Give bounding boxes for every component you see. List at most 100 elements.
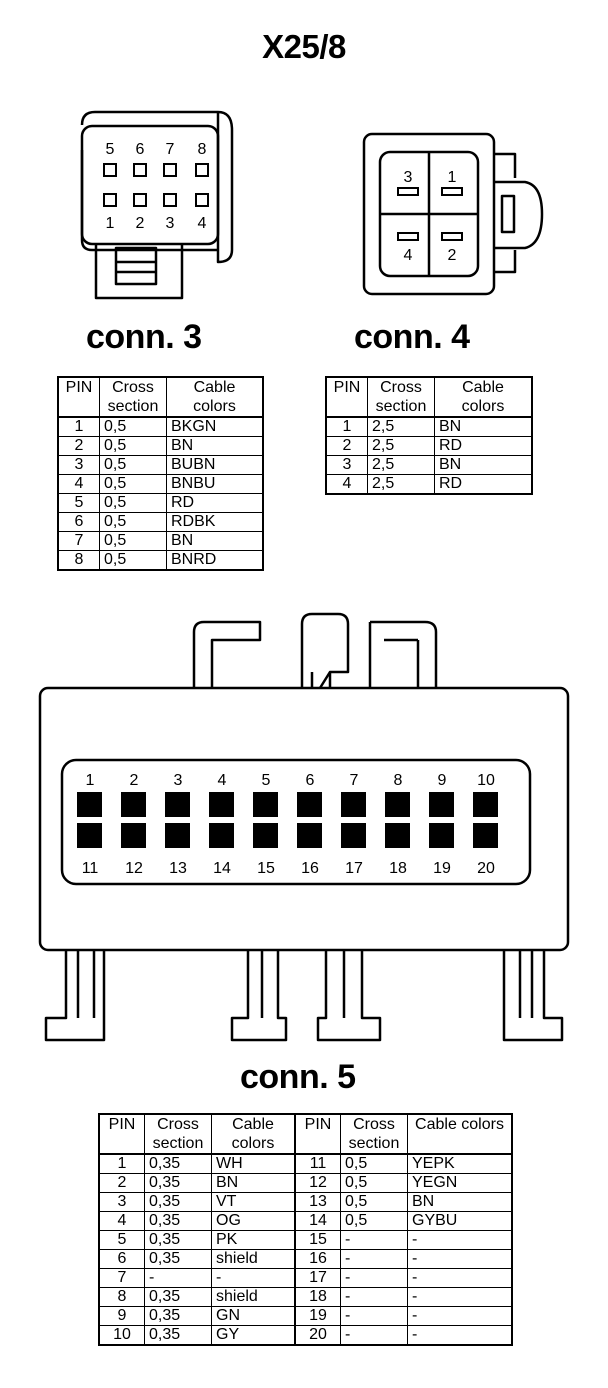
conn3-pin-label: 2 [136, 215, 145, 232]
cable-color-cell: YEPK [407, 1153, 513, 1174]
conn5-pin-label: 20 [477, 860, 495, 877]
conn5-pin-label: 17 [345, 860, 363, 877]
column-header: PIN [57, 376, 100, 418]
cable-color-cell: BN [434, 455, 533, 475]
cross-section-cell: 0,5 [340, 1153, 408, 1174]
cable-color-cell: PK [211, 1230, 296, 1250]
cable-color-cell: GY [211, 1325, 296, 1346]
column-header: Cable colors [211, 1113, 296, 1155]
cross-section-cell: 0,5 [99, 474, 167, 494]
conn5-housing [38, 612, 570, 1042]
pin-cell: 7 [57, 531, 100, 551]
pin-cell: 6 [98, 1249, 145, 1269]
column-header: Cable colors [407, 1113, 513, 1155]
conn3-pin-label: 8 [198, 141, 207, 158]
column-header: PIN [98, 1113, 145, 1155]
cable-color-cell: - [407, 1287, 513, 1307]
conn5-pin-label: 14 [213, 860, 231, 877]
conn5-pin-label: 18 [389, 860, 407, 877]
conn3-pin-squares [103, 163, 209, 207]
cross-section-cell: 0,5 [99, 416, 167, 437]
cross-section-cell: 0,35 [144, 1287, 212, 1307]
cross-section-cell: 2,5 [367, 474, 435, 495]
cross-section-cell: 0,35 [144, 1173, 212, 1193]
conn5-pin-label: 1 [86, 772, 95, 789]
pin-cell: 18 [294, 1287, 341, 1307]
conn5-pin-label: 6 [306, 772, 315, 789]
conn3-pin-label: 6 [136, 141, 145, 158]
conn3-pin-label: 4 [198, 215, 207, 232]
pin-cell: 16 [294, 1249, 341, 1269]
cross-section-cell: 0,35 [144, 1153, 212, 1174]
cross-section-cell: 0,35 [144, 1325, 212, 1346]
cross-section-cell: 0,5 [340, 1211, 408, 1231]
conn5-pin-label: 19 [433, 860, 451, 877]
cable-color-cell: - [407, 1249, 513, 1269]
conn5-pin-blocks [77, 792, 498, 848]
cross-section-cell: - [340, 1230, 408, 1250]
cross-section-cell: 0,5 [99, 436, 167, 456]
cable-color-cell: BNRD [166, 550, 264, 571]
cable-color-cell: BUBN [166, 455, 264, 475]
column-header: Cable colors [434, 376, 533, 418]
cross-section-cell: 0,35 [144, 1249, 212, 1269]
pin-cell: 5 [57, 493, 100, 513]
cable-color-cell: RD [434, 436, 533, 456]
cable-color-cell: shield [211, 1287, 296, 1307]
pin-cell: 3 [57, 455, 100, 475]
pin-cell: 2 [325, 436, 368, 456]
pin-cell: 8 [57, 550, 100, 571]
pin-cell: 2 [57, 436, 100, 456]
conn5-pin-label: 16 [301, 860, 319, 877]
cable-color-cell: YEGN [407, 1173, 513, 1193]
pin-cell: 15 [294, 1230, 341, 1250]
conn4-pin-label: 4 [404, 247, 413, 264]
cable-color-cell: BN [211, 1173, 296, 1193]
table-header-row: PIN Cross section Cable colors PIN Cross… [98, 1113, 513, 1155]
cable-color-cell: RD [434, 474, 533, 495]
cross-section-cell: 2,5 [367, 455, 435, 475]
conn5-pin-label: 5 [262, 772, 271, 789]
column-header: Cross section [144, 1113, 212, 1155]
pin-cell: 6 [57, 512, 100, 532]
cross-section-cell: 0,5 [99, 493, 167, 513]
cable-color-cell: BN [166, 436, 264, 456]
pin-cell: 9 [98, 1306, 145, 1326]
conn5-pin-label: 9 [438, 772, 447, 789]
pin-cell: 4 [57, 474, 100, 494]
cross-section-cell: 2,5 [367, 416, 435, 437]
pin-cell: 4 [325, 474, 368, 495]
column-header: Cross section [367, 376, 435, 418]
cross-section-cell: - [340, 1287, 408, 1307]
pin-cell: 1 [57, 416, 100, 437]
cross-section-cell: 0,5 [99, 550, 167, 571]
pin-cell: 1 [98, 1153, 145, 1174]
cable-color-cell: BN [407, 1192, 513, 1212]
conn4-pin-label: 3 [404, 169, 413, 186]
cross-section-cell: 2,5 [367, 436, 435, 456]
table-header-row: PIN Cross section Cable colors [325, 376, 533, 418]
conn5-pin-label: 10 [477, 772, 495, 789]
conn3-pin-label: 1 [106, 215, 115, 232]
conn5-pin-label: 8 [394, 772, 403, 789]
pin-cell: 8 [98, 1287, 145, 1307]
cable-color-cell: - [407, 1325, 513, 1346]
